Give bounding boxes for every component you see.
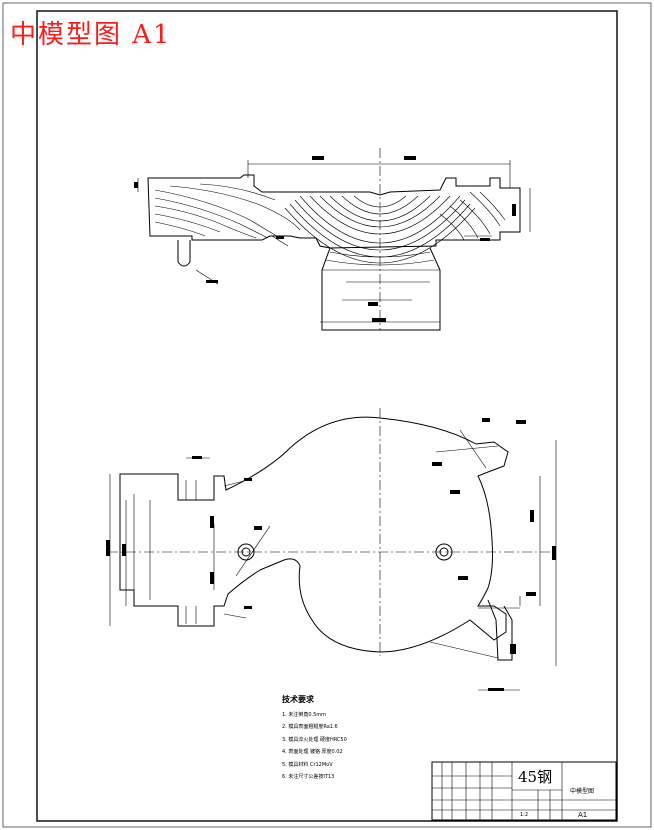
technical-notes: 技术要求 1. 未注倒角0.5mm 2. 模具表面粗糙度Ra1.6 3. 模具淬… xyxy=(282,694,347,783)
section-dimension-marks xyxy=(134,156,516,322)
section-view xyxy=(134,148,531,331)
title-block xyxy=(431,761,617,821)
note-item: 4. 表面处理 镀铬 厚度0.02 xyxy=(282,749,343,756)
note-item: 5. 模具材料 Cr12MoV xyxy=(282,761,333,768)
title-block-sheet-format: A1 xyxy=(578,811,588,819)
note-item: 2. 模具表面粗糙度Ra1.6 xyxy=(282,724,338,731)
note-item: 6. 未注尺寸公差按IT13 xyxy=(282,774,335,781)
plan-view xyxy=(106,408,557,691)
note-item: 3. 模具淬火处理 硬度HRC50 xyxy=(282,736,347,743)
plan-dimension-marks xyxy=(106,418,556,691)
title-block-material: 45钢 xyxy=(518,768,553,786)
title-block-scale: 1:2 xyxy=(520,812,529,818)
title-block-drawing-name: 中模型图 xyxy=(570,788,595,795)
notes-heading: 技术要求 xyxy=(282,695,314,704)
note-item: 1. 未注倒角0.5mm xyxy=(282,712,327,718)
inner-frame xyxy=(36,10,618,822)
